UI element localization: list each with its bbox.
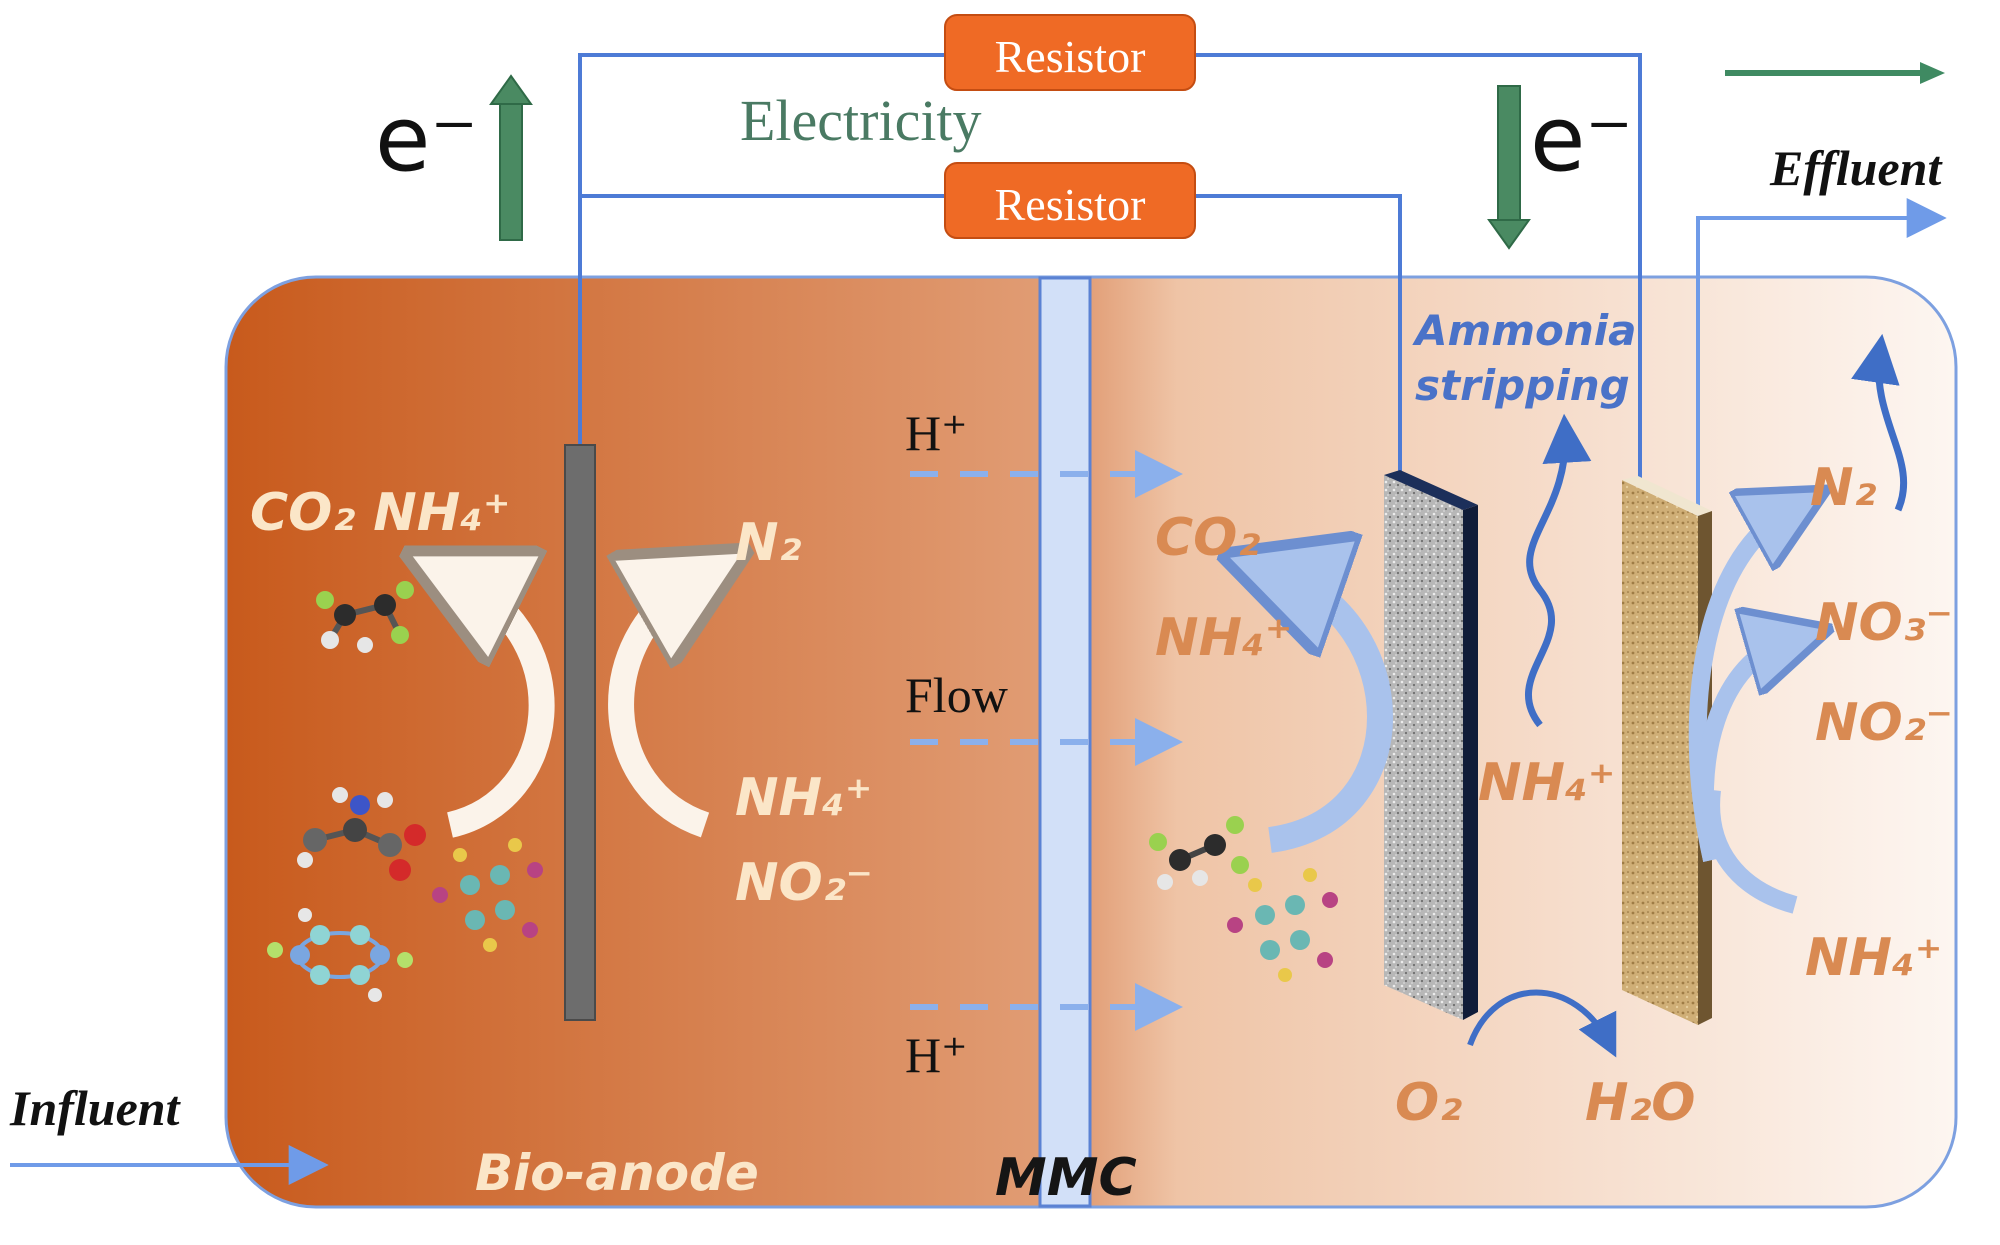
cathode-curve-arrow: [1270, 575, 1393, 853]
molecule-icon: [267, 908, 413, 1002]
cathode-nh4-top-label: NH₄⁺: [1155, 608, 1292, 668]
anode-no2-label: NO₂⁻: [735, 853, 873, 913]
resistor-top: Resistor: [944, 14, 1196, 91]
o2-to-h2o-arrow: [1467, 989, 1617, 1058]
electron-down-arrow: [1487, 85, 1531, 250]
effluent-arrow: [1725, 62, 1945, 84]
n2-escape-arrow: [1851, 333, 1908, 512]
h2o-label: H₂O: [1585, 1073, 1696, 1133]
mmc-label: MMC: [995, 1148, 1137, 1208]
anode-right-curve-arrow: [621, 580, 705, 838]
o2-label: O₂: [1395, 1073, 1462, 1133]
cathode-electrode: [1384, 470, 1478, 1020]
ammonia-stripping-label-line2: stripping: [1415, 361, 1630, 410]
electron-left-label: e⁻: [375, 87, 478, 192]
resistor-bottom-label: Resistor: [995, 179, 1146, 230]
flow-label: Flow: [905, 667, 1008, 723]
effluent-pipe: [1696, 198, 1947, 520]
electricity-label: Electricity: [740, 88, 982, 153]
anode-products-label: CO₂ NH₄⁺: [250, 483, 511, 543]
cathode-co2-label: CO₂: [1155, 508, 1260, 568]
h-top-label: H⁺: [905, 405, 968, 461]
molecule-icon: [432, 838, 543, 952]
effluent-label: Effluent: [1769, 140, 1943, 196]
electron-right-label: e⁻: [1530, 87, 1633, 192]
molecule-icon: [1149, 816, 1249, 890]
circuit-wires: [578, 53, 1642, 485]
bio-anode-label: Bio-anode: [475, 1144, 759, 1202]
cathode-no3-label: NO₃⁻: [1815, 593, 1953, 653]
resistor-bottom: Resistor: [944, 162, 1196, 239]
cathode-nh4-bottom-label: NH₄⁺: [1805, 928, 1942, 988]
cathode-no2-label: NO₂⁻: [1815, 693, 1953, 753]
anode-electrode: [564, 444, 596, 1021]
molecule-icon: [297, 787, 426, 881]
anode-left-curve-arrow: [450, 580, 555, 838]
electron-up-arrow: [489, 74, 533, 241]
cathode-nh4-mid-label: NH₄⁺: [1478, 753, 1615, 813]
influent-label: Influent: [9, 1080, 182, 1136]
anode-n2-label: N₂: [735, 513, 802, 573]
resistor-top-label: Resistor: [995, 31, 1146, 82]
anode-nh4-label: NH₄⁺: [735, 768, 872, 828]
ammonia-stripping-label-line1: Ammonia: [1412, 306, 1637, 355]
ammonia-stripping-wave-arrow: [1524, 413, 1592, 728]
h-bottom-label: H⁺: [905, 1027, 968, 1083]
second-cathode-curve-nh4: [1702, 788, 1798, 914]
cathode-n2-label: N₂: [1810, 458, 1877, 518]
molecule-icon: [316, 581, 414, 653]
molecule-icon: [1227, 868, 1338, 982]
